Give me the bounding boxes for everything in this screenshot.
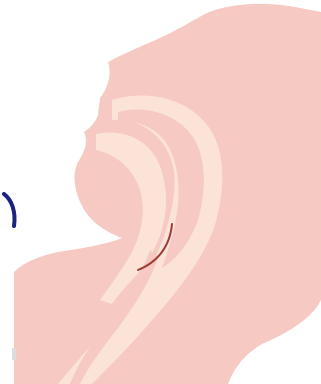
edge-mark bbox=[12, 348, 16, 360]
head-silhouette bbox=[14, 4, 321, 384]
edge-arc bbox=[4, 194, 15, 226]
